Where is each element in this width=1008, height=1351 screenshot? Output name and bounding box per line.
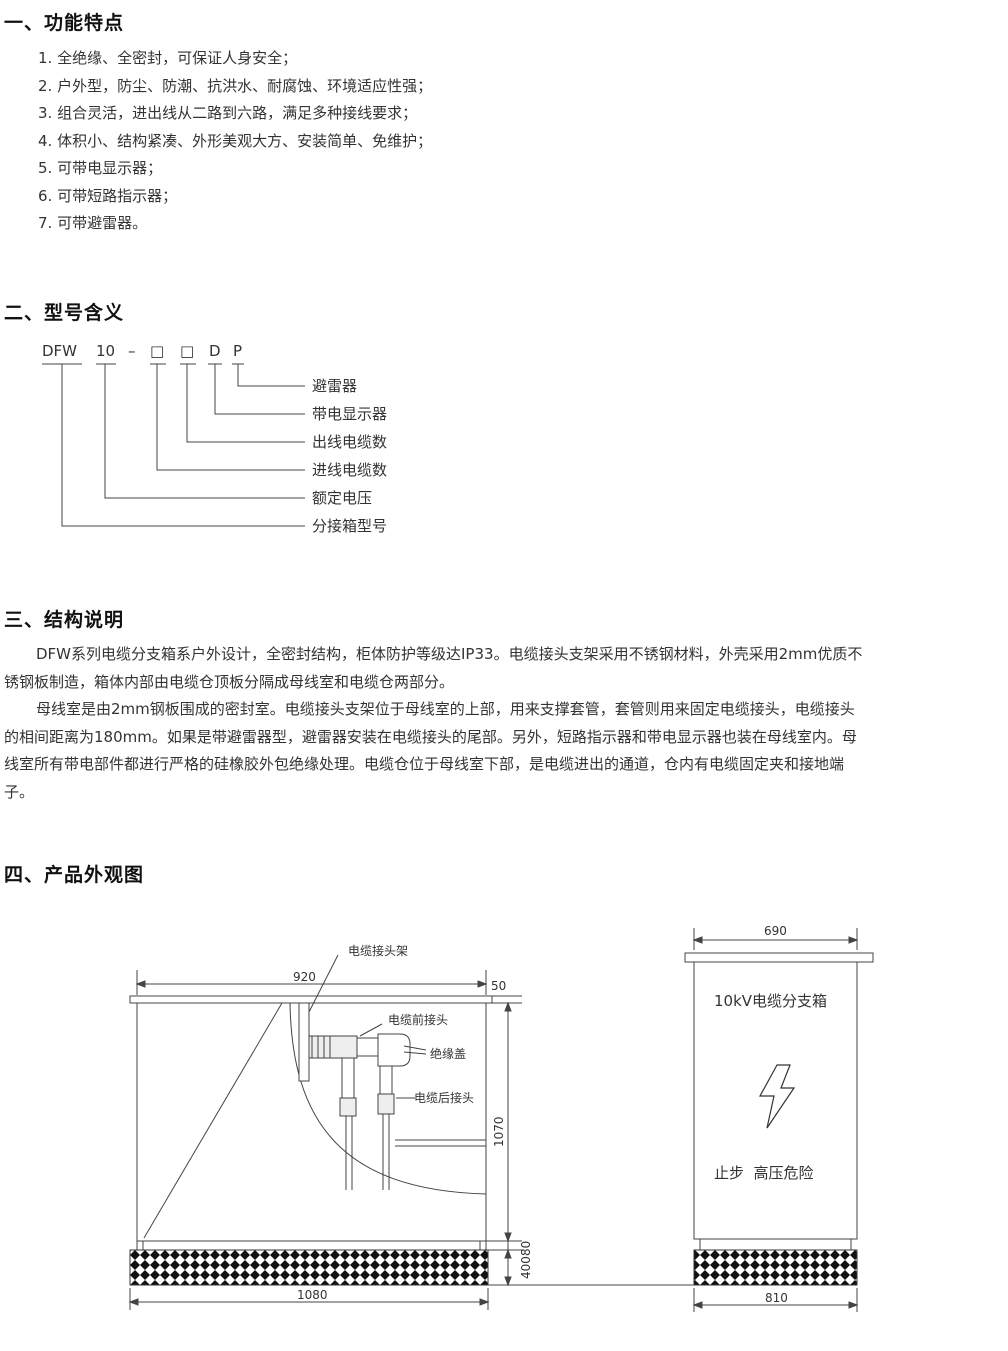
model-code-diagram: DFW 10 – □ □ D P 避雷器 带电显示器 出线电缆数 进线电缆数 额…	[42, 342, 387, 535]
structure-text: DFW系列电缆分支箱系户外设计，全密封结构，柜体防护等级达IP33。电缆接头支架…	[4, 641, 1004, 806]
dim-1070: 1070	[492, 1116, 506, 1147]
dim-400: 400	[519, 1256, 533, 1279]
code-outgoing: □	[180, 342, 194, 360]
code-voltage: 10	[96, 342, 115, 360]
dim-810: 810	[765, 1291, 788, 1305]
meaning-arrester: 避雷器	[312, 377, 357, 395]
list-item: 1. 全绝缘、全密封，可保证人身安全；	[38, 49, 298, 67]
section-title-features: 一、功能特点	[4, 12, 125, 34]
dim-80: 80	[519, 1241, 533, 1256]
meaning-outgoing: 出线电缆数	[312, 433, 387, 451]
warning-text: 止步 高压危险	[714, 1164, 814, 1182]
dim-1080: 1080	[297, 1288, 328, 1302]
list-item: 7. 可带避雷器。	[38, 214, 148, 232]
code-dash: –	[128, 342, 136, 360]
lightning-icon	[758, 1064, 796, 1129]
box-title: 10kV电缆分支箱	[714, 992, 827, 1010]
paragraph-line: 线室所有带电部件都进行严格的硅橡胶外包绝缘处理。电缆仓位于母线室下部，是电缆进出…	[4, 755, 845, 773]
code-p: P	[233, 342, 242, 360]
section-title-appearance: 四、产品外观图	[4, 864, 145, 886]
paragraph-line: 母线室是由2mm钢板围成的密封室。电缆接头支架位于母线室的上部，用来支撑套管，套…	[36, 700, 855, 718]
meaning-box-model: 分接箱型号	[312, 517, 387, 535]
label-bracket: 电缆接头架	[348, 943, 408, 958]
side-view	[128, 954, 695, 1310]
list-item: 6. 可带短路指示器；	[38, 186, 178, 205]
paragraph-line: DFW系列电缆分支箱系户外设计，全密封结构，柜体防护等级达IP33。电缆接头支架…	[36, 645, 863, 663]
meaning-rated-voltage: 额定电压	[312, 489, 372, 507]
dim-50: 50	[491, 979, 506, 993]
list-item: 5. 可带电显示器；	[38, 159, 163, 177]
side-view-text: 920 50 1070 80 400 1080 电缆接头架 电缆前接头 绝缘盖 …	[293, 943, 533, 1302]
meaning-live-display: 带电显示器	[312, 405, 387, 423]
paragraph-line: 的相间距离为180mm。如果是带避雷器型，避雷器安装在电缆接头的尾部。另外，短路…	[4, 727, 857, 746]
section-title-model: 二、型号含义	[4, 302, 125, 324]
code-d: D	[209, 342, 221, 360]
list-item: 4. 体积小、结构紧凑、外形美观大方、安装简单、免维护；	[38, 131, 433, 150]
label-cover: 绝缘盖	[430, 1046, 466, 1061]
dim-920: 920	[293, 970, 316, 984]
list-item: 3. 组合灵活，进出线从二路到六路，满足多种接线要求；	[38, 104, 418, 122]
list-item: 2. 户外型，防尘、防潮、抗洪水、耐腐蚀、环境适应性强；	[38, 76, 433, 95]
code-dfw: DFW	[42, 342, 77, 360]
label-rear-joint: 电缆后接头	[414, 1090, 474, 1105]
label-front-joint: 电缆前接头	[388, 1012, 448, 1027]
front-view	[684, 928, 874, 1312]
front-view-text: 690 10kV电缆分支箱 止步 高压危险 810	[714, 924, 827, 1305]
meaning-incoming: 进线电缆数	[312, 461, 387, 479]
paragraph-line: 子。	[4, 782, 35, 801]
paragraph-line: 锈钢板制造，箱体内部由电缆仓顶板分隔成母线室和电缆仓两部分。	[4, 672, 455, 691]
feature-list: 1. 全绝缘、全密封，可保证人身安全； 2. 户外型，防尘、防潮、抗洪水、耐腐蚀…	[38, 45, 432, 238]
dim-690: 690	[764, 924, 787, 938]
section-title-structure: 三、结构说明	[4, 609, 125, 631]
code-incoming: □	[150, 342, 164, 360]
